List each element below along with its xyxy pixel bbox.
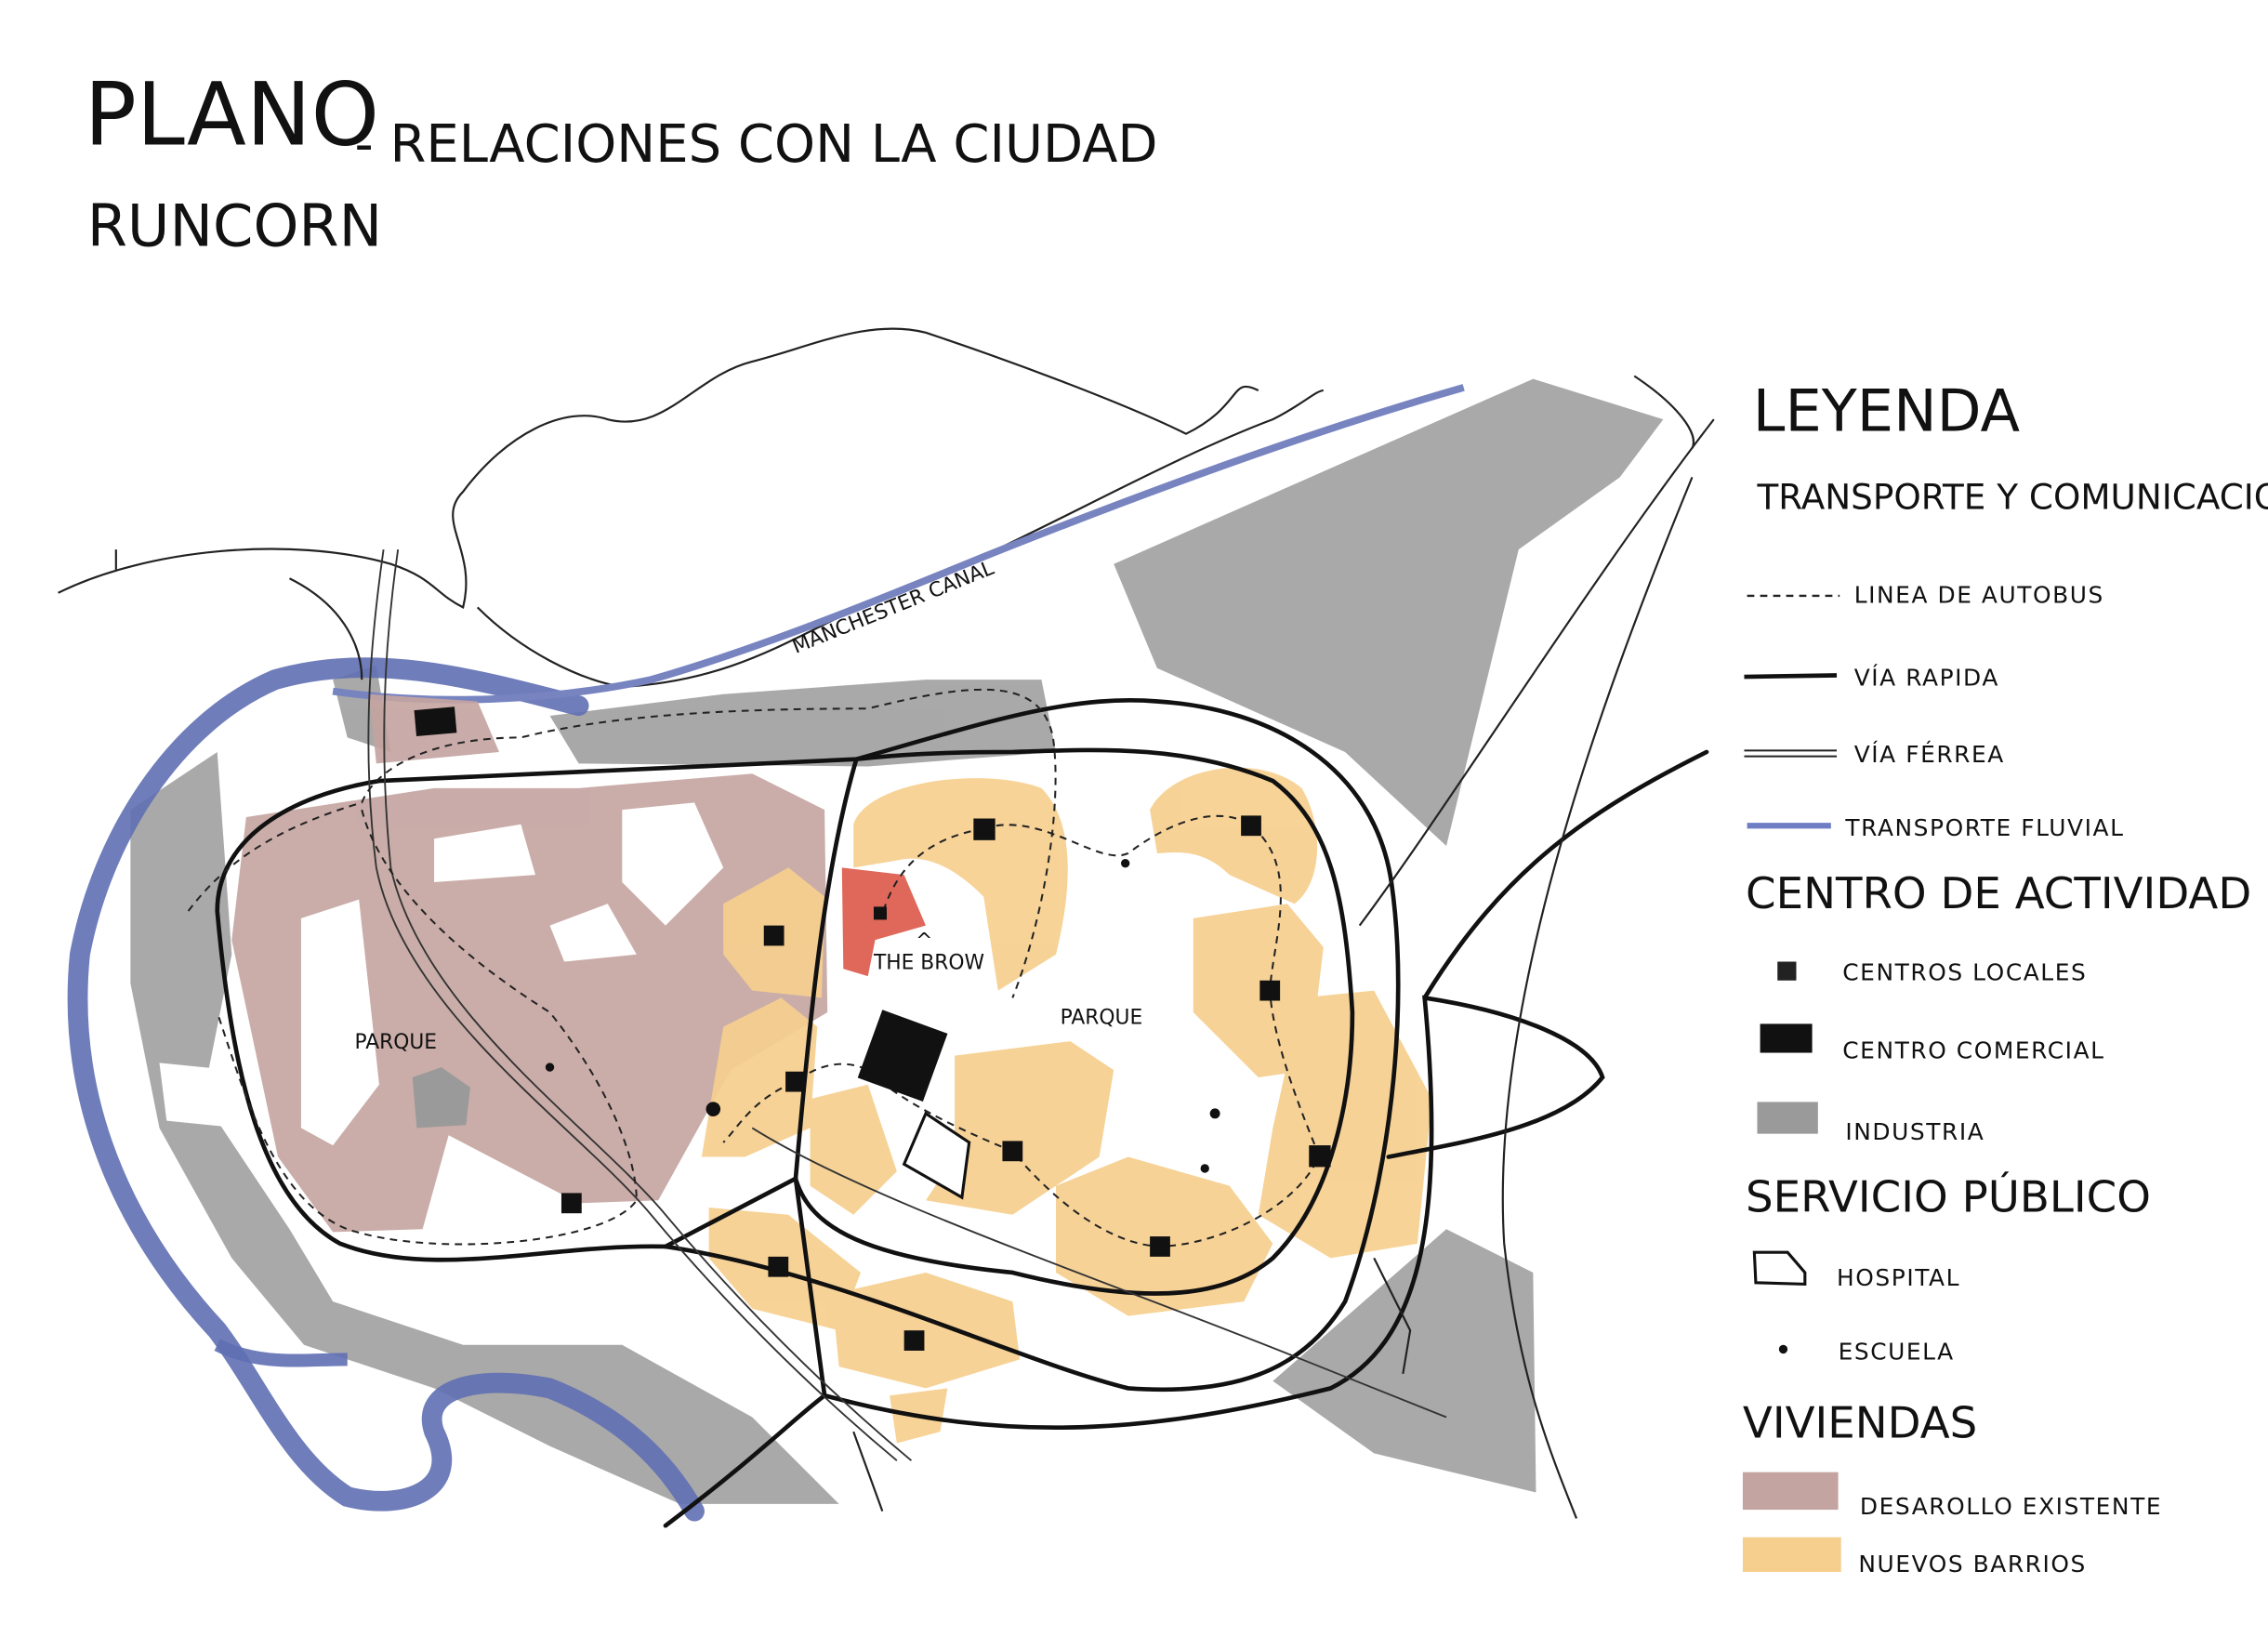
school	[1120, 859, 1130, 868]
local-centre	[1002, 1141, 1023, 1162]
legend-title: LEYENDA	[1753, 377, 2021, 445]
legend-item-waterway: TRANSPORTE FLUVIAL	[1844, 814, 2124, 841]
hospital-swatch	[1752, 1250, 1807, 1287]
legend-heading-public: SERVICIO PÚBLICO	[1746, 1172, 2151, 1223]
legend-item-school: ESCUELA	[1839, 1338, 1955, 1365]
the-brow-marker: ^	[916, 930, 932, 953]
legend-item-railway: VÍA FÉRREA	[1854, 741, 2005, 768]
park-west	[300, 899, 379, 1146]
page-title: PLANO	[85, 65, 380, 166]
page-subtitle: - RELACIONES CON LA CIUDAD	[355, 114, 1158, 175]
legend-item-new: NUEVOS BARRIOS	[1858, 1551, 2087, 1578]
legend: LEYENDA TRANSPORTE Y COMUNICACIONES LINE…	[1742, 377, 2268, 1578]
hospital	[902, 1111, 971, 1200]
legend-item-local-centres: CENTROS LOCALES	[1842, 959, 2087, 986]
local-centre	[763, 925, 785, 946]
place-name: RUNCORN	[87, 191, 383, 259]
local-centre	[1241, 815, 1261, 837]
commercial-centre	[857, 1010, 948, 1102]
legend-item-hospital: HOSPITAL	[1837, 1264, 1960, 1291]
local-centre	[1259, 980, 1281, 1001]
local-centre	[560, 1193, 582, 1214]
industry-swatch	[1757, 1102, 1818, 1134]
new-neighbourhoods-swatch	[1742, 1537, 1841, 1572]
bus-line	[187, 688, 1321, 1248]
map: MANCHESTER CANAL ^ THE BROW PARQUE PARQU…	[58, 327, 1715, 1528]
park-west-label: PARQUE	[355, 1031, 438, 1054]
legend-item-existing: DESAROLLO EXISTENTE	[1860, 1493, 2162, 1520]
local-centre	[873, 906, 887, 920]
local-centre	[1150, 1236, 1170, 1257]
local-centre	[903, 1330, 925, 1351]
local-centres	[414, 706, 1331, 1351]
legend-item-expressway: VÍA RAPIDA	[1854, 664, 1999, 691]
park-east	[983, 954, 1100, 1049]
local-centre-swatch	[1777, 961, 1797, 981]
commercial-centre-swatch	[1760, 1023, 1813, 1053]
legend-heading-transport: TRANSPORTE Y COMUNICACIONES	[1756, 477, 2268, 518]
legend-item-commercial: CENTRO COMERCIAL	[1842, 1037, 2104, 1064]
the-brow-area	[841, 867, 926, 977]
the-brow-label: THE BROW	[873, 951, 984, 974]
legend-heading-activity: CENTRO DE ACTIVIDAD	[1746, 869, 2251, 919]
local-centre	[768, 1256, 789, 1277]
local-centre	[973, 818, 996, 840]
local-centre	[785, 1071, 806, 1092]
school	[1200, 1164, 1209, 1173]
expressways	[215, 697, 1709, 1528]
school	[705, 1102, 721, 1116]
park-east-label: PARQUE	[1061, 1006, 1143, 1029]
local-centre	[414, 706, 457, 736]
local-centre	[1309, 1145, 1331, 1168]
canal-label: MANCHESTER CANAL	[789, 556, 998, 658]
school	[1209, 1108, 1220, 1119]
railways	[289, 375, 1715, 1519]
legend-item-bus: LINEA DE AUTOBUS	[1854, 582, 2104, 609]
manchester-canal	[332, 384, 1465, 704]
school	[545, 1063, 555, 1072]
existing-development-swatch	[1742, 1472, 1839, 1511]
school-swatch	[1778, 1344, 1788, 1354]
legend-item-industry: INDUSTRIA	[1845, 1118, 1984, 1145]
legend-heading-housing: VIVIENDAS	[1743, 1398, 1977, 1448]
river	[67, 657, 705, 1522]
schools	[545, 859, 1220, 1173]
expressway-swatch	[1744, 673, 1838, 680]
